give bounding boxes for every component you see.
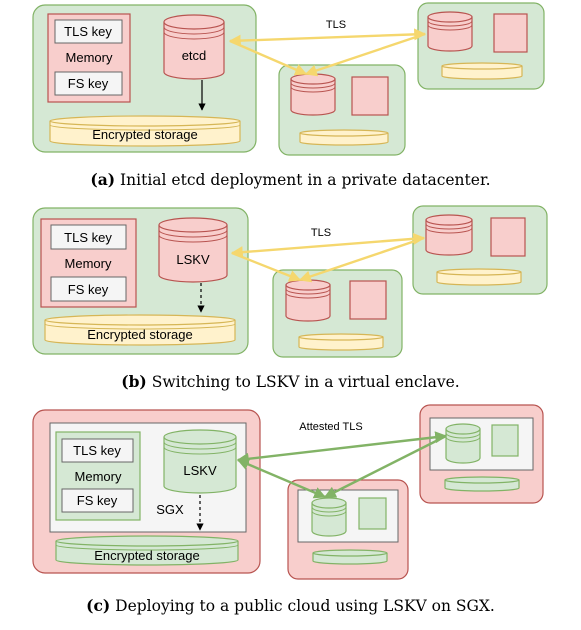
- caption-tag: (a): [90, 170, 116, 189]
- peer-database-icon: [285, 279, 331, 322]
- tls-link-arrow: [228, 28, 427, 47]
- panel-b: TLS key Memory FS key LSKV Encrypted sto…: [32, 205, 548, 358]
- peer-database-icon: [427, 11, 473, 52]
- encrypted-storage-disk: [49, 115, 241, 147]
- node-label: etcd: [182, 48, 207, 63]
- encrypted-storage-disk: [44, 314, 236, 346]
- link-label: TLS: [311, 227, 331, 239]
- caption-text: Initial etcd deployment in a private dat…: [120, 171, 491, 189]
- peer-database-icon: [445, 423, 481, 464]
- fs-key-label: FS key: [77, 493, 118, 508]
- peer-memory-box: [351, 76, 389, 116]
- fs-key-label: FS key: [68, 282, 109, 297]
- caption-b: (b) Switching to LSKV in a virtual encla…: [0, 372, 581, 391]
- panel-a: TLS key Memory FS key etcd Encrypted sto…: [32, 2, 545, 156]
- peer-memory-box: [349, 280, 387, 320]
- tls-link-arrow: [304, 32, 426, 77]
- caption-tag: (c): [86, 596, 111, 615]
- storage-label: Encrypted storage: [94, 548, 200, 563]
- peer-storage-disk: [444, 476, 520, 492]
- enclave-label: SGX: [156, 502, 184, 517]
- tls-link-arrow: [229, 39, 308, 76]
- peer-memory-box: [491, 424, 519, 457]
- fs-key-box: [54, 71, 123, 96]
- storage-label: Encrypted storage: [87, 327, 193, 342]
- lskv-database-icon: [158, 217, 228, 283]
- tls-key-label: TLS key: [73, 443, 121, 458]
- peer-database-icon: [311, 497, 347, 537]
- tls-key-box: [61, 438, 134, 463]
- memory-label: Memory: [75, 469, 122, 484]
- caption-text: Deploying to a public cloud using LSKV o…: [115, 597, 495, 615]
- tls-link-arrow: [231, 251, 302, 282]
- peer-memory-box: [493, 13, 528, 53]
- attested-tls-link-arrow: [236, 431, 448, 465]
- node-label: LSKV: [176, 252, 210, 267]
- tls-link-arrow: [298, 236, 425, 283]
- caption-a: (a) Initial etcd deployment in a private…: [0, 170, 581, 189]
- peer-storage-disk: [436, 268, 522, 286]
- peer-database-icon: [425, 214, 473, 256]
- lskv-database-icon: [163, 429, 237, 494]
- fs-key-box: [50, 276, 127, 302]
- tls-key-box: [54, 19, 123, 44]
- link-label: Attested TLS: [299, 421, 362, 433]
- memory-label: Memory: [66, 50, 113, 65]
- encrypted-storage-disk: [55, 535, 239, 566]
- fs-key-label: FS key: [68, 76, 109, 91]
- attested-tls-link-arrow: [323, 434, 447, 499]
- fs-key-box: [61, 488, 134, 513]
- peer-storage-disk: [441, 62, 523, 80]
- peer-storage-disk: [299, 129, 389, 146]
- tls-key-label: TLS key: [64, 24, 112, 39]
- etcd-database-icon: [163, 14, 225, 80]
- node-label: LSKV: [183, 463, 217, 478]
- memory-label: Memory: [65, 256, 112, 271]
- peer-memory-box: [358, 497, 387, 530]
- caption-text: Switching to LSKV in a virtual enclave.: [151, 373, 460, 391]
- peer-database-icon: [290, 73, 336, 116]
- link-label: TLS: [326, 19, 346, 31]
- peer-storage-disk: [312, 549, 388, 565]
- tls-key-label: TLS key: [64, 230, 112, 245]
- tls-key-box: [50, 224, 127, 250]
- tls-link-arrow: [230, 232, 426, 259]
- caption-c: (c) Deploying to a public cloud using LS…: [0, 596, 581, 615]
- caption-tag: (b): [121, 372, 147, 391]
- peer-memory-box: [490, 217, 526, 257]
- attested-tls-link-arrow: [236, 458, 327, 499]
- storage-label: Encrypted storage: [92, 127, 198, 142]
- peer-storage-disk: [298, 333, 384, 351]
- panel-c: TLS key Memory FS key LSKV SGX Encrypted…: [32, 404, 544, 580]
